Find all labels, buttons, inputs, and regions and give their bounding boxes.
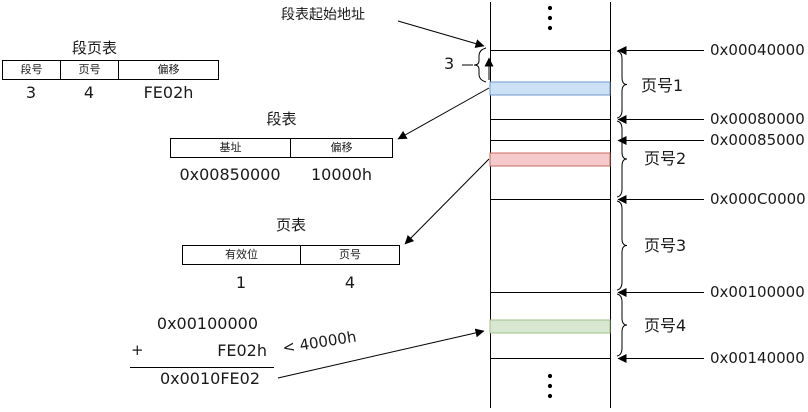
top-ellipsis	[547, 5, 553, 31]
page4-brace	[616, 293, 628, 357]
addition-result: 0x0010FE02	[159, 369, 260, 388]
seg-page-col-segno: 段号	[3, 61, 61, 79]
page2-frame-row	[489, 152, 611, 167]
addition-plus-sign: +	[131, 341, 144, 359]
memory-address-1: 0x00080000	[710, 110, 805, 128]
seg-page-val-segno: 3	[25, 83, 37, 102]
page-label-4: 页号4	[644, 316, 687, 335]
seg-table-start-label: 段表起始地址	[281, 7, 365, 23]
addition-operand1: 0x00100000	[156, 314, 258, 333]
page1-frame-row	[489, 81, 611, 96]
seg-page-table-title: 段页表	[71, 39, 117, 57]
memory-address-2: 0x00085000	[710, 131, 805, 149]
page-val-valid: 1	[235, 273, 247, 292]
page4-frame-row	[489, 319, 611, 334]
seg-page-values: 3 4 FE02h	[2, 83, 219, 102]
page3-brace	[616, 200, 628, 291]
page-col-pageno: 页号	[339, 248, 361, 261]
result-to-frame-arrow	[277, 328, 485, 379]
bottom-ellipsis	[547, 373, 553, 399]
page2-brace	[616, 120, 628, 198]
offset-count-label: 3	[444, 54, 455, 73]
memory-address-4: 0x00100000	[710, 283, 805, 301]
page-table-title: 页表	[275, 216, 306, 234]
memory-address-0: 0x00040000	[710, 41, 805, 59]
seg-page-val-pageno: 4	[83, 83, 95, 102]
addition-operand2: FE02h	[217, 341, 267, 360]
seg-page-col-offset: 偏移	[157, 63, 180, 76]
page-table: 有效位 页号	[182, 245, 400, 265]
page-val-pageno: 4	[344, 273, 356, 292]
segment-val-base: 0x00850000	[179, 165, 281, 184]
segment-col-offset: 偏移	[330, 141, 353, 154]
segment-table: 基址 偏移	[170, 138, 393, 158]
page-label-2: 页号2	[644, 149, 687, 168]
segment-col-base: 基址	[171, 139, 291, 157]
memory-address-3: 0x000C0000	[710, 190, 806, 208]
seg-page-table: 段号 页号 偏移	[2, 60, 219, 80]
page-values: 1 4	[182, 273, 400, 292]
segment-val-offset: 10000h	[310, 165, 373, 184]
page-label-1: 页号1	[641, 76, 684, 95]
segment-values: 0x00850000 10000h	[170, 165, 393, 184]
seg-page-col-pageno: 页号	[61, 61, 119, 79]
page-col-valid: 有效位	[183, 246, 301, 264]
memory-address-5: 0x00140000	[710, 349, 805, 367]
offset-brace	[473, 47, 487, 83]
page-label-3: 页号3	[644, 236, 687, 255]
segment-table-title: 段表	[266, 110, 297, 128]
seg-page-val-offset: FE02h	[143, 83, 194, 102]
seg-table-start-arrow	[397, 20, 485, 48]
row-to-segment-table-arrow	[397, 87, 490, 140]
page1-brace	[616, 50, 628, 119]
row-to-page-table-arrow	[404, 158, 490, 245]
